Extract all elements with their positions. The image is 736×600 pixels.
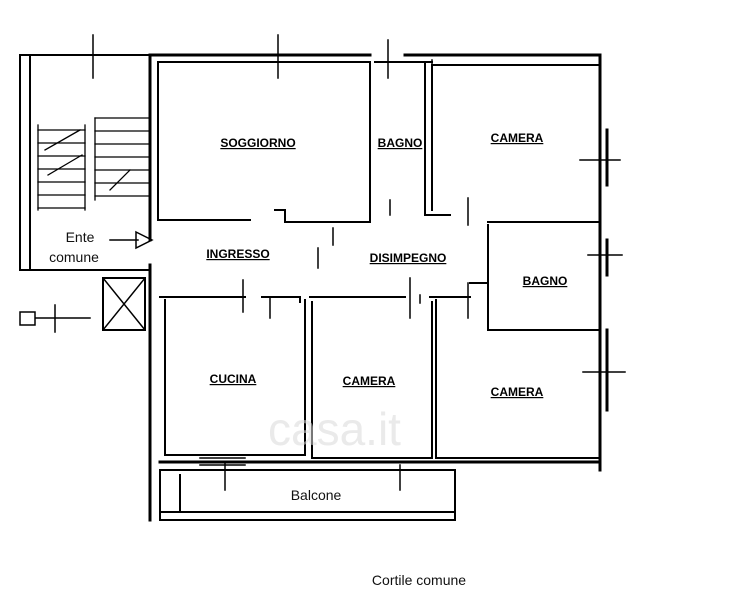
soggiorno-walls	[157, 61, 371, 223]
camera-mid-walls	[311, 301, 433, 459]
label-ingresso: INGRESSO	[206, 247, 269, 261]
label-camera-bottom: CAMERA	[491, 385, 544, 399]
camera-bottom-walls	[435, 299, 599, 459]
label-camera-top: CAMERA	[491, 131, 544, 145]
stairs	[37, 117, 149, 211]
label-bagno-top: BAGNO	[378, 136, 423, 150]
corridor-walls	[159, 296, 471, 303]
elevator-shaft	[102, 277, 146, 331]
balcone-outline	[159, 469, 456, 521]
label-bagno-right: BAGNO	[523, 274, 568, 288]
watermark: casa.it	[268, 403, 401, 455]
left-fixture	[19, 304, 91, 333]
label-disimpegno: DISIMPEGNO	[370, 251, 447, 265]
plain-labels: Ente comune Balcone Cortile comune	[49, 229, 466, 588]
label-soggiorno: SOGGIORNO	[220, 136, 295, 150]
label-comune: comune	[49, 249, 99, 265]
label-cortile: Cortile comune	[372, 572, 466, 588]
elevator-cross	[101, 276, 147, 332]
camera-top-walls	[431, 64, 599, 223]
label-camera-mid: CAMERA	[343, 374, 396, 388]
bagno-right-walls	[469, 224, 599, 331]
stair-enclosure	[19, 54, 151, 271]
label-ente: Ente	[66, 229, 95, 245]
balcone-window	[199, 457, 246, 491]
room-labels: SOGGIORNO BAGNO CAMERA INGRESSO DISIMPEG…	[206, 131, 567, 399]
walls	[19, 34, 626, 522]
label-cucina: CUCINA	[210, 372, 257, 386]
bagno-top-walls	[374, 61, 451, 216]
cucina-walls	[164, 299, 306, 456]
outer-wall-right	[598, 53, 609, 472]
label-balcone: Balcone	[291, 487, 342, 503]
entrance-arrow	[109, 230, 154, 250]
door-marks	[92, 34, 626, 373]
